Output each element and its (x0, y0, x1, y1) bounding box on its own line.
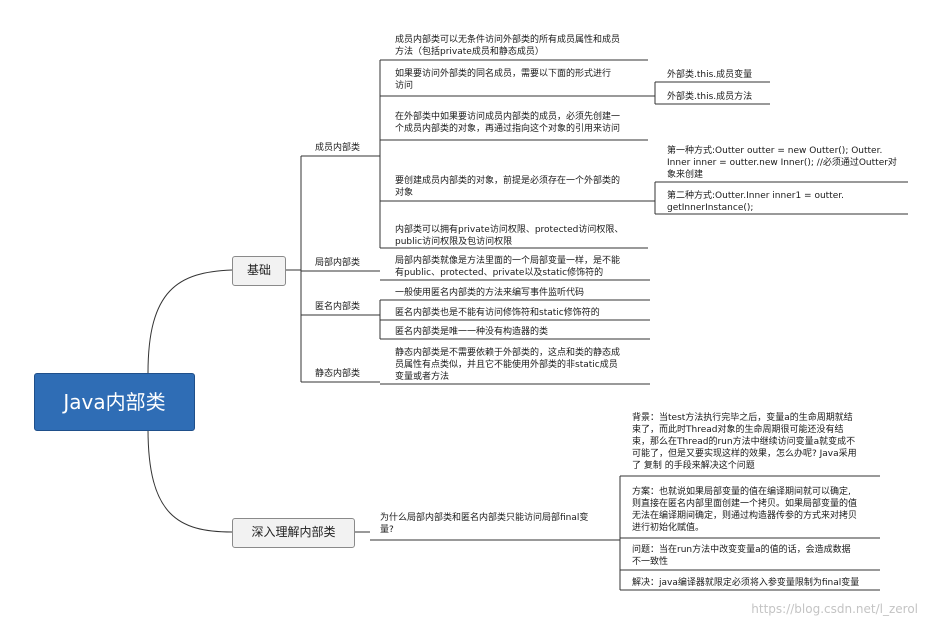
member-note-1-line1: 成员内部类可以无条件访问外部类的所有成员属性和成员 (395, 35, 621, 45)
create-way-1-line1: 第一种方式:Outter outter = new Outter(); Outt… (667, 146, 883, 156)
outer-this-field[interactable]: 外部类.this.成员变量 (667, 70, 753, 80)
local-note-1-line2: 有public、protected、private以及static修饰符的 (395, 268, 604, 278)
final-question-line2: 量? (380, 525, 394, 535)
outer-this-method[interactable]: 外部类.this.成员方法 (667, 92, 753, 102)
solution-line2: 则直接在匿名内部里面创建一个拷贝。如果局部变量的值 (632, 499, 858, 509)
member-note-1-line2: 方法（包括private成员和静态成员） (395, 47, 544, 57)
create-way-1-line2: Inner inner = outter.new Inner(); //必须通过… (667, 158, 897, 168)
member-note-3-line2: 个成员内部类的对象，再通过指向这个对象的引用来访问 (395, 124, 621, 134)
member-note-5-line2: public访问权限及包访问权限 (395, 237, 513, 247)
member-note-3[interactable]: 在外部类中如果要访问成员内部类的成员，必须先创建一 个成员内部类的对象，再通过指… (395, 111, 620, 135)
create-way-2-line1: 第二种方式:Outter.Inner inner1 = outter. (667, 191, 844, 201)
create-way-2[interactable]: 第二种方式:Outter.Inner inner1 = outter. getI… (667, 190, 844, 214)
create-way-1-line3: 象来创建 (667, 170, 704, 180)
background-note[interactable]: 背景：当test方法执行完毕之后，变量a的生命周期就结 束了，而此时Thread… (632, 412, 857, 472)
watermark: https://blog.csdn.net/l_zerol (751, 602, 918, 616)
node-member-inner-class[interactable]: 成员内部类 (315, 143, 361, 153)
background-line3: 束，那么在Thread的run方法中继续访问变量a就变成不 (632, 437, 856, 447)
anon-note-2[interactable]: 匿名内部类也是不能有访问修饰符和static修饰符的 (395, 308, 600, 318)
member-note-3-line1: 在外部类中如果要访问成员内部类的成员，必须先创建一 (395, 112, 621, 122)
solution-line1: 方案：也就说如果局部变量的值在编译期间就可以确定, (632, 487, 851, 497)
solution-note[interactable]: 方案：也就说如果局部变量的值在编译期间就可以确定, 则直接在匿名内部里面创建一个… (632, 486, 857, 534)
problem-line1: 问题：当在run方法中改变变量a的值的话，会造成数据 (632, 545, 851, 555)
final-question-line1: 为什么局部内部类和匿名内部类只能访问局部final变 (380, 513, 589, 523)
anon-note-1[interactable]: 一般使用匿名内部类的方法来编写事件监听代码 (395, 288, 585, 298)
member-note-1[interactable]: 成员内部类可以无条件访问外部类的所有成员属性和成员 方法（包括private成员… (395, 34, 620, 58)
resolve-note[interactable]: 解决：java编译器就限定必须将入参变量限制为final变量 (632, 578, 860, 588)
problem-line2: 不一致性 (632, 557, 669, 567)
member-note-4-line1: 要创建成员内部类的对象，前提是必须存在一个外部类的 (395, 176, 621, 186)
static-note-1[interactable]: 静态内部类是不需要依赖于外部类的，这点和类的静态成 员属性有点类似，并且它不能使… (395, 347, 620, 383)
member-note-4[interactable]: 要创建成员内部类的对象，前提是必须存在一个外部类的 对象 (395, 175, 620, 199)
solution-line4: 进行初始化赋值。 (632, 523, 705, 533)
member-note-4-line2: 对象 (395, 188, 414, 198)
anon-note-3[interactable]: 匿名内部类是唯一一种没有构造器的类 (395, 327, 549, 337)
member-note-2[interactable]: 如果要访问外部类的同名成员，需要以下面的形式进行 访问 (395, 68, 611, 92)
problem-note[interactable]: 问题：当在run方法中改变变量a的值的话，会造成数据 不一致性 (632, 544, 851, 568)
final-question[interactable]: 为什么局部内部类和匿名内部类只能访问局部final变 量? (380, 512, 588, 536)
static-note-1-line1: 静态内部类是不需要依赖于外部类的，这点和类的静态成 (395, 348, 621, 358)
member-note-2-line2: 访问 (395, 81, 414, 91)
background-line5: 了 复制 的手段来解决这个问题 (632, 461, 755, 471)
node-local-inner-class[interactable]: 局部内部类 (315, 258, 361, 268)
root-node[interactable]: Java内部类 (34, 373, 195, 431)
member-note-2-line1: 如果要访问外部类的同名成员，需要以下面的形式进行 (395, 69, 612, 79)
node-anonymous-inner-class[interactable]: 匿名内部类 (315, 302, 361, 312)
solution-line3: 无法在编译期间确定，则通过构造器传参的方式来对拷贝 (632, 511, 858, 521)
local-note-1-line1: 局部内部类就像是方法里面的一个局部变量一样，是不能 (395, 256, 621, 266)
static-note-1-line3: 变量或者方法 (395, 372, 450, 382)
background-line2: 束了，而此时Thread对象的生命周期很可能还没有结 (632, 425, 844, 435)
member-note-5-line1: 内部类可以拥有private访问权限、protected访问权限、 (395, 225, 624, 235)
node-basics[interactable]: 基础 (232, 256, 286, 286)
create-way-1[interactable]: 第一种方式:Outter outter = new Outter(); Outt… (667, 145, 897, 181)
background-line4: 可能了，但是又要实现这样的效果，怎么办呢? Java采用 (632, 449, 857, 459)
local-note-1[interactable]: 局部内部类就像是方法里面的一个局部变量一样，是不能 有public、protec… (395, 255, 620, 279)
static-note-1-line2: 员属性有点类似，并且它不能使用外部类的非static成员 (395, 360, 618, 370)
node-deep-understanding[interactable]: 深入理解内部类 (232, 518, 355, 548)
create-way-2-line2: getInnerInstance(); (667, 203, 754, 213)
member-note-5[interactable]: 内部类可以拥有private访问权限、protected访问权限、 public… (395, 224, 623, 248)
node-static-inner-class[interactable]: 静态内部类 (315, 369, 361, 379)
background-line1: 背景：当test方法执行完毕之后，变量a的生命周期就结 (632, 413, 853, 423)
